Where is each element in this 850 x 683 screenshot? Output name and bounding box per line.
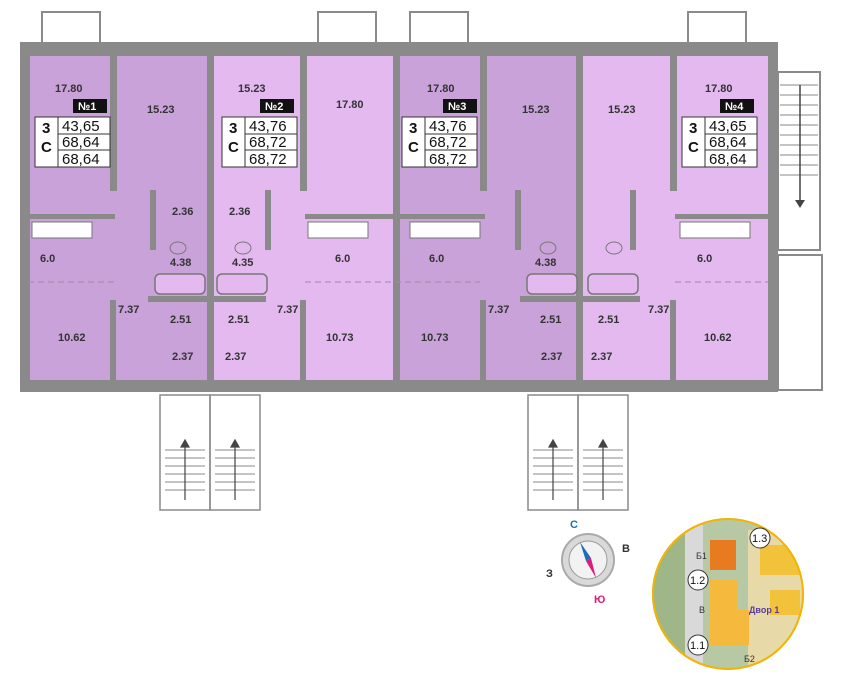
room-area-label: 2.37	[591, 351, 612, 363]
room-area-label: 2.36	[229, 206, 250, 218]
apartment-info-1: 17.80 №1 3 С 43,65 68,64 68,64	[34, 83, 111, 168]
apartment-badge	[443, 99, 477, 113]
area-class: С	[41, 139, 52, 156]
stair-arrows	[179, 438, 609, 500]
site-map-labels: Б1 В Б2 Двор 1 1.2 1.1 1.3	[687, 527, 779, 664]
map-label: Б1	[696, 551, 707, 561]
total-area: 43,65	[709, 118, 747, 135]
compass-east: В	[622, 543, 630, 555]
stair-steps	[165, 449, 623, 491]
room-area-label: 6.0	[335, 253, 350, 265]
compass: С В З Ю	[546, 519, 630, 606]
area-class: С	[408, 139, 419, 156]
room-area-label: 17.80	[427, 83, 455, 95]
area-class: С	[228, 139, 239, 156]
area-value-3: 68,72	[429, 151, 467, 168]
map-marker: 1.2	[690, 575, 705, 587]
room-area-label: 2.51	[228, 314, 249, 326]
room-area-label: 7.37	[118, 304, 139, 316]
sinks	[169, 241, 623, 255]
apartment-number: №3	[448, 101, 466, 113]
apartment-number: №4	[725, 101, 744, 113]
apartment-badge	[720, 99, 754, 113]
room-area-label: 10.73	[326, 332, 354, 344]
apartment-info-3: 17.80 №3 3 С 43,76 68,72 68,72	[401, 83, 478, 168]
room-count: 3	[409, 120, 417, 137]
room-area-label: 10.62	[704, 332, 732, 344]
room-area-label: 7.37	[277, 304, 298, 316]
room-area-label: 6.0	[429, 253, 444, 265]
apartment-badge	[260, 99, 294, 113]
room-area-label: 7.37	[488, 304, 509, 316]
highlighted-building	[710, 540, 736, 570]
total-area: 43,65	[62, 118, 100, 135]
map-label: В	[699, 605, 705, 615]
kitchen-counters	[31, 221, 751, 239]
room-area-label: 17.80	[336, 99, 364, 111]
room-area-label: 2.37	[225, 351, 246, 363]
room-area-label: 7.37	[648, 304, 669, 316]
room-area-label: 2.51	[598, 314, 619, 326]
room-area-label: 10.73	[421, 332, 449, 344]
room-area-label: 6.0	[697, 253, 712, 265]
area-class: С	[688, 139, 699, 156]
room-area-label: 4.38	[170, 257, 191, 269]
area-value-3: 68,72	[249, 151, 287, 168]
room-area-label: 10.62	[58, 332, 86, 344]
room-count: 3	[689, 120, 697, 137]
entrance-stairs	[159, 394, 629, 511]
compass-south-needle	[586, 558, 596, 578]
site-map	[652, 518, 804, 670]
room-zone-6	[485, 55, 580, 190]
right-stairwell	[777, 71, 823, 391]
apartment-info-2: 15.23 №2 3 С 43,76 68,72 68,72	[221, 83, 298, 168]
room-labels: 15.23 17.80 15.23 15.23 2.36 2.36 6.0 6.…	[40, 99, 732, 363]
map-label: Двор 1	[749, 605, 779, 615]
compass-west: З	[546, 568, 553, 580]
room-area-label: 15.23	[147, 104, 175, 116]
total-area: 43,76	[249, 118, 287, 135]
total-area: 43,76	[429, 118, 467, 135]
compass-north: С	[570, 519, 578, 531]
room-area-label: 2.37	[541, 351, 562, 363]
room-area-label: 2.37	[172, 351, 193, 363]
room-area-label: 4.35	[232, 257, 253, 269]
walls	[20, 42, 778, 392]
apartment-badge	[73, 99, 107, 113]
area-value-2: 68,72	[429, 134, 467, 151]
room-zone-7	[580, 55, 675, 190]
map-label: Б2	[744, 654, 755, 664]
room-area-label: 17.80	[55, 83, 83, 95]
room-count: 3	[42, 120, 50, 137]
room-area-label: 2.51	[540, 314, 561, 326]
room-area-label: 15.23	[608, 104, 636, 116]
apartment-number: №2	[265, 101, 283, 113]
area-value-2: 68,64	[709, 134, 747, 151]
room-area-label: 2.36	[172, 206, 193, 218]
compass-south: Ю	[594, 594, 605, 606]
area-value-3: 68,64	[709, 151, 747, 168]
balconies	[41, 11, 747, 45]
apartment-info-4: 17.80 №4 3 С 43,65 68,64 68,64	[681, 83, 758, 168]
map-marker: 1.3	[752, 533, 767, 545]
room-area-label: 2.51	[170, 314, 191, 326]
room-zone-2	[115, 55, 210, 190]
room-area-label: 6.0	[40, 253, 55, 265]
room-area-label: 15.23	[238, 83, 266, 95]
map-marker: 1.1	[690, 640, 705, 652]
room-area-label: 15.23	[522, 104, 550, 116]
area-value-2: 68,64	[62, 134, 100, 151]
room-area-label: 17.80	[705, 83, 733, 95]
apartment-number: №1	[78, 101, 96, 113]
compass-north-needle	[580, 542, 591, 561]
bathtubs	[154, 273, 639, 295]
room-area-label: 4.38	[535, 257, 556, 269]
area-value-2: 68,72	[249, 134, 287, 151]
room-count: 3	[229, 120, 237, 137]
area-value-3: 68,64	[62, 151, 100, 168]
